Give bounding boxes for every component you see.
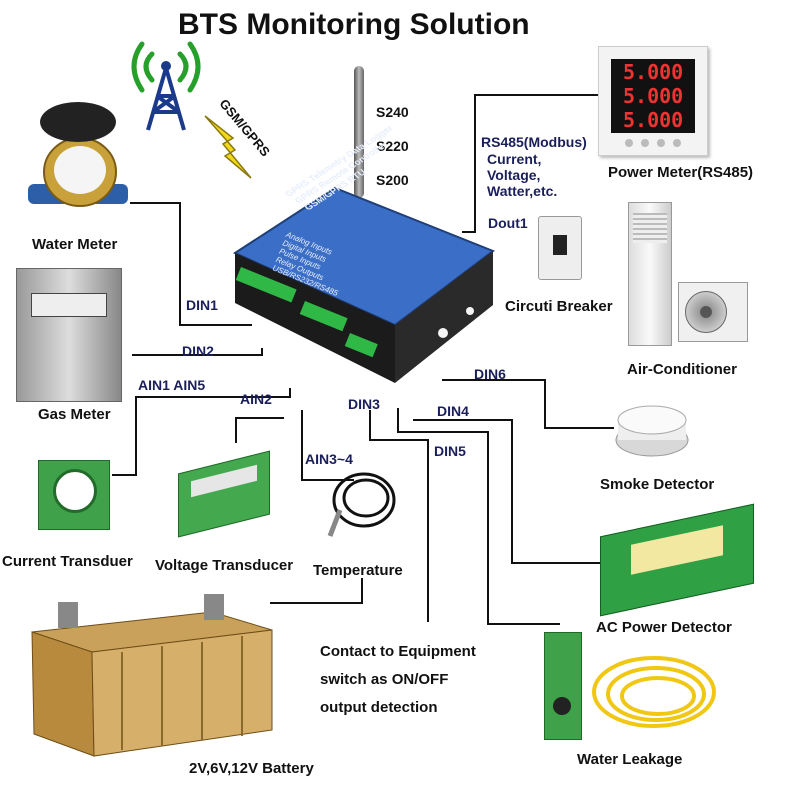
temperature-label: Temperature: [313, 562, 403, 579]
contact-line-2: switch as ON/OFF: [320, 671, 449, 688]
voltage-transducer-label: Voltage Transducer: [155, 557, 294, 574]
dout1-label: Dout1: [488, 215, 528, 231]
rtu-device: [232, 186, 495, 383]
water-meter-label: Water Meter: [32, 236, 118, 253]
power-meter-label: Power Meter(RS485): [608, 164, 754, 181]
port-din4: DIN4: [437, 403, 469, 419]
port-din3: DIN3: [348, 396, 380, 412]
breaker-label: Circuti Breaker: [505, 298, 613, 315]
model-s200: S200: [376, 172, 409, 188]
rs485-line-1: Current,: [487, 151, 542, 167]
water-meter-image: [22, 100, 134, 229]
water-leakage-label: Water Leakage: [577, 751, 683, 768]
circuit-breaker-image: [538, 216, 582, 280]
port-ain2: AIN2: [240, 391, 272, 407]
smoke-detector-image: [614, 402, 692, 465]
port-din2: DIN2: [182, 343, 214, 359]
power-meter-image: 5.000 5.000 5.000: [598, 46, 708, 156]
battery-image: [22, 590, 274, 763]
water-leakage-module: [544, 632, 582, 740]
ac-label: Air-Conditioner: [627, 361, 737, 378]
ac-outdoor-unit: [678, 282, 748, 342]
model-s240: S240: [376, 104, 409, 120]
meter-display-2: 5.000: [623, 84, 683, 108]
lightning-icon: [204, 115, 252, 179]
port-ain1-ain5: AIN1 AIN5: [138, 377, 206, 393]
smoke-detector-label: Smoke Detector: [600, 476, 715, 493]
rs485-title: RS485(Modbus): [481, 134, 587, 150]
meter-display-1: 5.000: [623, 60, 683, 84]
gas-meter-label: Gas Meter: [38, 406, 111, 423]
gas-meter-image: [16, 268, 122, 402]
meter-display-3: 5.000: [623, 108, 683, 132]
current-transducer-label: Current Transduer: [2, 553, 133, 570]
port-din5: DIN5: [434, 443, 466, 459]
water-leakage-cable: [592, 656, 716, 728]
rs485-line-2: Voltage,: [487, 167, 541, 183]
battery-label: 2V,6V,12V Battery: [189, 760, 314, 777]
page-title: BTS Monitoring Solution: [178, 8, 530, 41]
port-din6: DIN6: [474, 366, 506, 382]
port-din1: DIN1: [186, 297, 218, 313]
model-s220: S220: [376, 138, 409, 154]
ac-indoor-unit: [628, 202, 672, 346]
contact-line-1: Contact to Equipment: [320, 643, 476, 660]
temperature-sensor-image: [327, 472, 396, 537]
rs485-line-3: Watter,etc.: [487, 183, 558, 199]
ac-power-detector-label: AC Power Detector: [596, 619, 732, 636]
port-ain3-4: AIN3~4: [305, 451, 353, 467]
cell-tower-icon: [131, 41, 201, 131]
antenna: [354, 66, 364, 198]
contact-line-3: output detection: [320, 699, 438, 716]
current-transducer-image: [38, 460, 110, 530]
